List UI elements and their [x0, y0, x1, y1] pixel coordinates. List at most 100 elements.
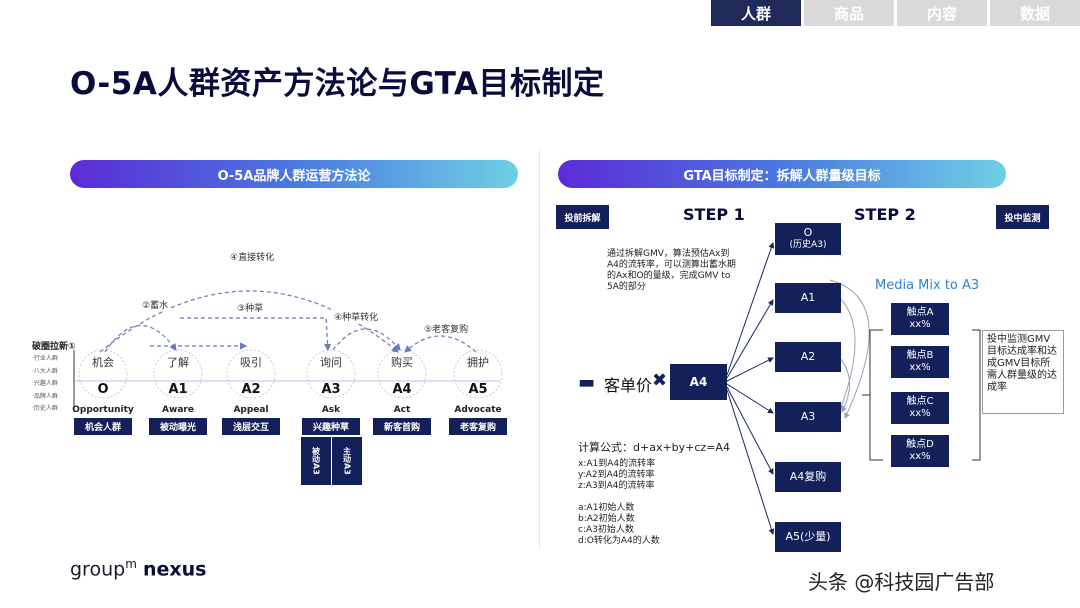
rate-item: x:A1到A4的流转率 [578, 459, 656, 469]
rate-list: x:A1到A4的流转率 y:A2到A4的流转率 z:A3到A4的流转率 [578, 459, 655, 492]
rate-item: z:A3到A4的流转率 [578, 481, 655, 491]
multiply-icon: ✖ [652, 370, 668, 391]
left-section-header: O-5A品牌人群运营方法论 [70, 160, 518, 188]
stage-en: Advocate [454, 405, 502, 415]
var-item: b:A2初始人数 [578, 514, 635, 524]
side-item: ·品牌人群 [32, 392, 58, 400]
left-diagram-lines [73, 290, 503, 412]
stage-box: 老客复购 [449, 418, 507, 435]
target-a1: A1 [775, 283, 841, 313]
stage-en: Act [393, 405, 411, 415]
stage-cn: 吸引 [240, 356, 262, 369]
sub-box-active-a3: 主动A3 [332, 437, 362, 485]
target-a5: A5(少量) [775, 522, 841, 552]
stage-cn: 购买 [391, 356, 413, 369]
touchpoint-b: 触点B xx% [891, 346, 949, 378]
target-a2: A2 [775, 342, 841, 372]
stage-code: A3 [321, 382, 341, 397]
tab-data[interactable]: 数据 [990, 0, 1080, 26]
stage-circle-a1 [153, 349, 203, 399]
side-item: ·兴趣人群 [32, 380, 58, 387]
link-a4-a3 [726, 383, 774, 414]
arc-repurchase [404, 335, 477, 353]
stage-cn: 机会 [92, 356, 114, 369]
touchpoint-value: xx% [909, 319, 931, 330]
step-1-label: STEP 1 [683, 205, 745, 224]
touchpoint-bracket [862, 329, 883, 461]
target-sublabel: (历史A3) [789, 240, 827, 250]
touchpoint-value: xx% [909, 408, 931, 419]
target-o: O (历史A3) [775, 223, 841, 255]
target-label: A1 [800, 291, 816, 304]
stage-circle-a2 [226, 349, 276, 399]
arc-seeding-conversion [332, 328, 401, 351]
logo-nexus: nexus [142, 558, 207, 581]
target-a4-repurchase: A4复购 [775, 462, 841, 492]
stage-code: A5 [468, 382, 488, 397]
stage-code: A2 [241, 382, 261, 397]
center-a4-box: A4 [670, 364, 727, 400]
stage-en: Appeal [233, 405, 269, 415]
target-label: O [803, 226, 813, 239]
touchpoint-name: 触点C [906, 396, 934, 407]
unit-price-label: 客单价 [604, 376, 653, 395]
touchpoint-c: 触点C xx% [891, 392, 949, 424]
target-label: A4复购 [789, 470, 827, 483]
stage-en: Aware [162, 405, 194, 415]
tab-product[interactable]: 商品 [804, 0, 894, 26]
tag-in-monitor: 投中监测 [996, 205, 1049, 229]
arc-direct-conversion [99, 290, 399, 353]
stage-code: O [97, 382, 109, 397]
arc-label-repurchase: ⑤老客复购 [422, 322, 471, 335]
stage-en: Opportunity [72, 405, 134, 415]
side-list: ·行业人群 ·八大人群 ·兴趣人群 ·品牌人群 ·历史人群 [32, 353, 58, 416]
tab-content[interactable]: 内容 [897, 0, 987, 26]
note-bracket [972, 329, 981, 461]
touchpoint-name: 触点A [906, 307, 934, 318]
stage-box: 浅层交互 [222, 418, 280, 435]
stage-box: 新客首购 [373, 418, 431, 435]
touchpoint-name: 触点D [906, 439, 934, 450]
monitor-note: 投中监测GMV目标达成率和达成GMV目标所需人群量级的达成率 [982, 330, 1064, 414]
link-a4-o [726, 242, 775, 376]
var-item: c:A3初始人数 [578, 525, 634, 535]
touchpoint-name: 触点B [906, 350, 934, 361]
logo-sup: m [125, 557, 137, 571]
link-a4-a5 [726, 389, 775, 535]
top-nav: 人群 商品 内容 数据 [711, 0, 1080, 26]
arc-seeding [180, 317, 332, 352]
section-divider [539, 150, 540, 550]
side-item: ·行业人群 [32, 355, 58, 362]
touchpoint-d: 触点D xx% [891, 435, 949, 467]
arc-water-storage [104, 325, 177, 353]
touchpoint-value: xx% [909, 451, 931, 462]
curve-a1-a3 [838, 297, 856, 411]
var-item: d:O转化为A4的人数 [578, 536, 660, 546]
link-a4-a1 [726, 299, 774, 379]
stage-box: 被动曝光 [149, 418, 207, 435]
stage-box: 机会人群 [74, 418, 132, 435]
media-mix-label: Media Mix to A3 [875, 278, 980, 293]
watermark: 头条 @科技园广告部 [808, 570, 995, 594]
var-item: a:A1初始人数 [578, 503, 635, 513]
link-a4-a4r [726, 386, 774, 475]
formula: 计算公式：d+ax+by+cz=A4 [578, 441, 730, 454]
target-label: A2 [800, 350, 816, 363]
rate-item: y:A2到A4的流转率 [578, 470, 655, 480]
arc-label-seed-conv: ④种草转化 [332, 310, 381, 323]
side-title: 破圈拉新① [32, 342, 76, 352]
logo-part: group [70, 558, 126, 581]
stage-cn: 了解 [167, 356, 189, 369]
tab-crowd[interactable]: 人群 [711, 0, 801, 26]
page-title: O-5A人群资产方法论与GTA目标制定 [70, 66, 605, 102]
right-section-header: GTA目标制定：拆解人群量级目标 [558, 160, 1006, 188]
stage-code: A1 [168, 382, 188, 397]
link-a4-a2 [726, 357, 774, 382]
curve-mm-a3 [829, 279, 870, 419]
equals-icon: ▬ [578, 372, 596, 393]
groupm-nexus-logo: groupm nexus [70, 557, 206, 580]
curve-a2-a3 [839, 357, 850, 413]
stage-code: A4 [392, 382, 412, 397]
stage-en: Ask [321, 405, 341, 415]
touchpoint-a: 触点A xx% [891, 303, 949, 335]
